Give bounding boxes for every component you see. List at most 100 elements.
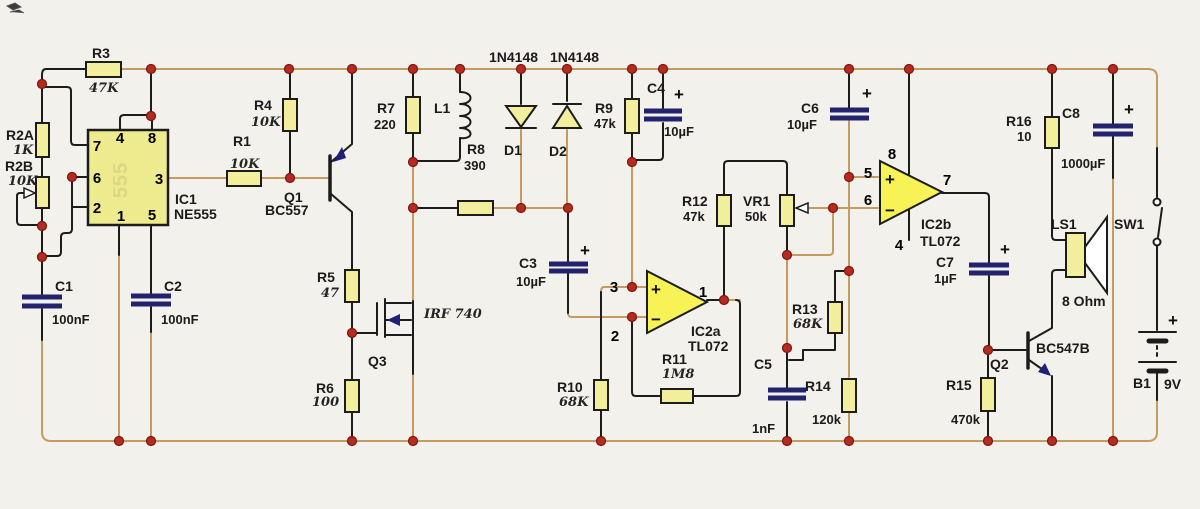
r10-label: R10 [557, 379, 583, 395]
r6-value: 100 [312, 395, 339, 410]
ic2a-minus-mark: − [651, 310, 661, 329]
resistor-r4-body [282, 98, 298, 132]
potentiometer-vr1-body [779, 194, 795, 227]
ic2b-pin7-label: 7 [943, 172, 951, 189]
ls1-body [1065, 232, 1086, 278]
ic1-ne555: 555 7 4 8 6 3 2 1 5 [86, 128, 170, 227]
c3-value: 10µF [516, 274, 546, 289]
c4-plus-mark: + [674, 85, 684, 104]
r12-value: 47k [683, 209, 705, 224]
c6-value: 10µF [787, 117, 817, 132]
vr1-label: VR1 [743, 193, 770, 209]
d2-part: 1N4148 [550, 49, 599, 65]
q2-part: BC547B [1036, 340, 1090, 356]
resistor-r1-body [226, 170, 262, 187]
switch-sw1 [1152, 197, 1162, 247]
resistor-r12-body [716, 194, 732, 227]
ic2b-plus-mark: + [885, 170, 895, 189]
q2-label: Q2 [990, 356, 1009, 372]
wire-run-black [16, 68, 1163, 440]
ic2b-pin8-label: 8 [888, 146, 896, 163]
r3-value: 47K [89, 81, 119, 96]
q1-part: BC557 [265, 202, 309, 218]
c7-value: 1µF [934, 271, 957, 286]
r8-label: R8 [467, 141, 485, 157]
c8-plus-mark: + [1124, 100, 1134, 119]
r8-value: 390 [464, 158, 486, 173]
r10-value: 68K [559, 395, 589, 410]
ic2a-pin3-label: 3 [610, 279, 618, 296]
ls1-label: LS1 [1051, 216, 1077, 232]
r15-label: R15 [946, 377, 972, 393]
ic1-pin6: 6 [93, 170, 101, 187]
r16-label: R16 [1006, 113, 1032, 129]
resistor-r16-body [1044, 116, 1060, 149]
resistor-bodies [35, 61, 1060, 413]
capacitor-c4-plates [644, 108, 682, 122]
r14-value: 120k [812, 412, 842, 427]
ic2a-pin2-label: 2 [611, 328, 619, 345]
r2b-wiper-arrow-icon [23, 186, 37, 200]
capacitor-c6-plates [830, 107, 869, 121]
sw1-contact-bottom [1152, 237, 1162, 247]
r2a-label: R2A [6, 127, 34, 143]
resistor-r15-body [980, 377, 996, 412]
c6-plus-mark: + [862, 84, 872, 103]
c7-label: C7 [936, 254, 954, 270]
r5-label: R5 [317, 269, 335, 285]
diode-d1-triangle [504, 105, 538, 129]
ls1-value: 8 Ohm [1062, 293, 1106, 309]
vr1-wiper-arrow-icon [794, 201, 809, 215]
ic1-ghost-text: 555 [110, 162, 132, 198]
speaker-ls1 [1065, 213, 1108, 297]
b1-plus-mark: + [1168, 311, 1178, 330]
r7-label: R7 [377, 100, 395, 116]
b1-value: 9V [1164, 376, 1182, 392]
capacitor-c2-plates [131, 293, 171, 307]
opamp-ic2b: + − 5 6 7 8 4 [864, 146, 951, 254]
capacitor-c3-plates [549, 261, 588, 274]
d1-label: D1 [504, 142, 522, 158]
q1-label: Q1 [284, 189, 303, 205]
c5-value: 1nF [752, 421, 775, 436]
r1-label: R1 [233, 133, 251, 149]
ic1-label: IC1 [175, 191, 197, 207]
c8-label: C8 [1062, 105, 1080, 121]
ic2a-triangle [646, 269, 710, 335]
c4-label: C4 [647, 80, 665, 96]
r11-label: R11 [662, 351, 687, 367]
r5-value: 47 [321, 286, 339, 301]
q3-mosfet-arrow-icon [387, 314, 400, 326]
q1-emitter-arrow-icon [333, 147, 346, 162]
c3-label: C3 [519, 255, 537, 271]
ic2b-part: TL072 [920, 233, 961, 249]
c3-plus-mark: + [580, 241, 590, 260]
ic2a-label: IC2a [691, 323, 721, 339]
capacitor-c1-plates [22, 294, 62, 309]
resistor-r3-body [85, 61, 122, 78]
ic1-pin2: 2 [93, 200, 101, 217]
q3-part: IRF 740 [423, 307, 482, 322]
r13-label: R13 [792, 301, 818, 317]
r3-label: R3 [92, 45, 110, 61]
capacitor-c5-plates [768, 387, 806, 401]
d2-label: D2 [549, 143, 567, 159]
r14-label: R14 [805, 378, 831, 394]
sw1-label: SW1 [1114, 216, 1145, 232]
r9-label: R9 [595, 100, 613, 116]
resistor-r8-body [457, 200, 494, 216]
r4-value: 10K [251, 115, 281, 130]
ic1-pin7: 7 [93, 138, 101, 155]
r1-value: 10K [230, 157, 260, 172]
resistor-r11-body [660, 388, 694, 404]
r2a-value: 1K [13, 143, 34, 158]
diode-d2 [551, 103, 583, 129]
ic2b-minus-mark: − [885, 201, 895, 220]
ic1-pin1: 1 [117, 208, 125, 225]
ic2b-pin5-label: 5 [864, 165, 872, 182]
c5-label: C5 [754, 356, 772, 372]
resistor-r10-body [593, 379, 609, 411]
r11-value: 1M8 [662, 367, 694, 382]
c1-value: 100nF [52, 312, 90, 327]
